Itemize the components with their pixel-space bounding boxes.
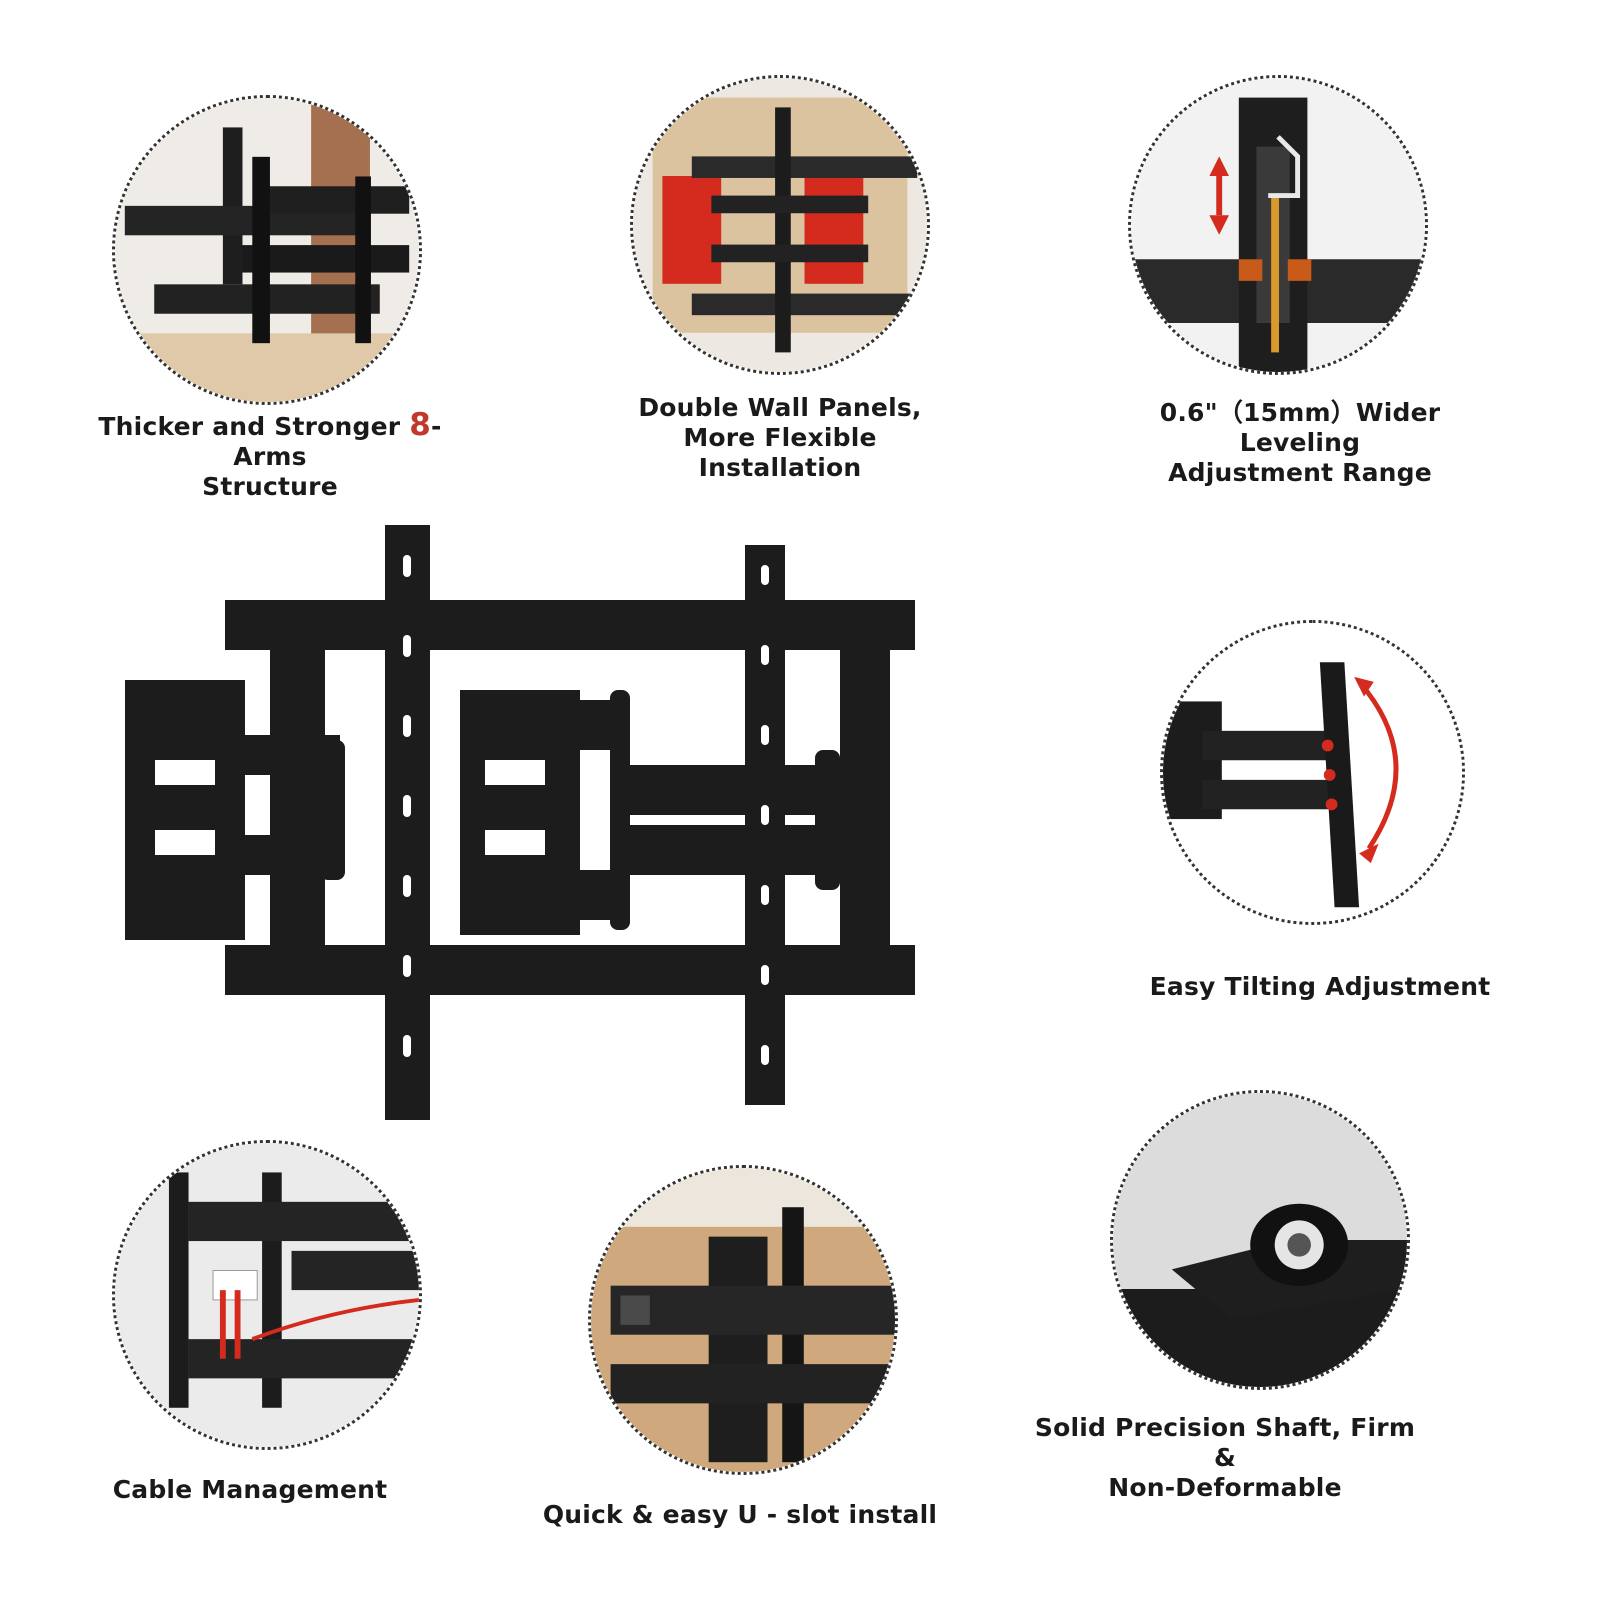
wall-panels-detail-image [630,75,930,375]
leveling-detail-image [1128,75,1428,375]
tv-mount-main-image [120,525,950,1145]
shaft-caption: Solid Precision Shaft, Firm & Non-Deform… [1034,1413,1416,1502]
cable-detail-image [112,1140,422,1450]
leveling-caption: 0.6"（15mm）Wider Leveling Adjustment Rang… [1159,398,1441,487]
tilting-caption: Easy Tilting Adjustment [1149,972,1491,1001]
tilt-arrow-icon [1357,680,1399,850]
u-slot-caption: Quick & easy U - slot install [542,1500,938,1529]
arms-caption: Thicker and Stronger 8-Arms Structure [98,407,442,502]
arms-count: 8 [409,407,431,443]
arms-detail-image [112,95,422,405]
wall-panels-caption: Double Wall Panels, More Flexible Instal… [638,393,922,482]
up-arrow-icon [1209,156,1229,176]
tilting-detail-image [1160,620,1465,925]
u-slot-detail-image [588,1165,898,1475]
cable-caption: Cable Management [112,1475,388,1504]
shaft-detail-image [1110,1090,1410,1390]
